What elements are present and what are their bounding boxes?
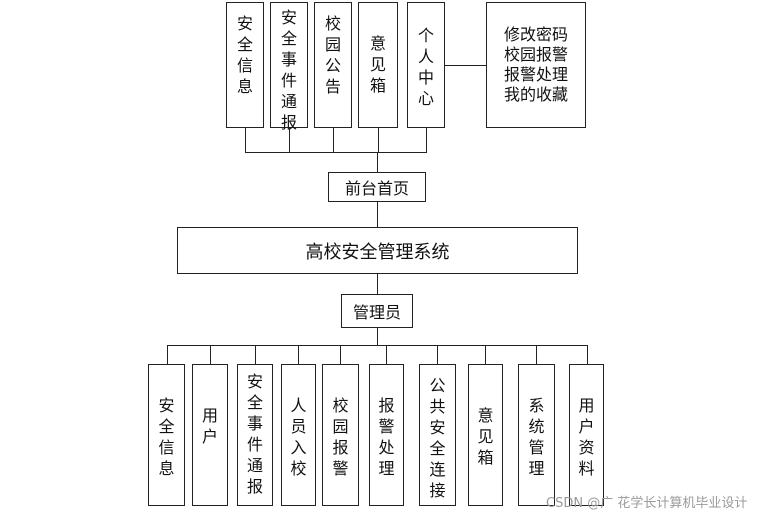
admin-module-box: 意见箱 bbox=[468, 364, 503, 506]
admin-module-label: 校园报警 bbox=[332, 396, 349, 478]
front-module-box: 意见箱 bbox=[358, 2, 398, 128]
admin-module-label: 安全信息 bbox=[158, 396, 175, 478]
front-module-box: 个人中心 bbox=[407, 2, 445, 128]
admin-module-box: 校园报警 bbox=[322, 364, 359, 506]
connector-line bbox=[340, 345, 341, 364]
front-module-label: 意见箱 bbox=[370, 34, 387, 95]
connector-line bbox=[210, 345, 211, 364]
connector-line bbox=[245, 128, 246, 153]
admin-box: 管理员 bbox=[341, 294, 413, 328]
connector-line bbox=[377, 152, 378, 172]
connector-line bbox=[377, 274, 378, 294]
connector-line bbox=[426, 128, 427, 153]
admin-module-label: 意见箱 bbox=[477, 406, 494, 467]
admin-module-box: 报警处理 bbox=[369, 364, 404, 506]
admin-module-box: 人员入校 bbox=[281, 364, 316, 506]
admin-module-box: 安全事件通报 bbox=[237, 364, 273, 506]
front-module-box: 安全事件通报 bbox=[270, 2, 308, 132]
subfunction-item: 报警处理 bbox=[503, 65, 568, 84]
system-title: 高校安全管理系统 bbox=[305, 241, 450, 263]
subfunction-item: 修改密码 bbox=[503, 25, 568, 44]
system-title-box: 高校安全管理系统 bbox=[177, 227, 578, 274]
connector-line bbox=[289, 128, 290, 153]
personal-center-subfunctions: 修改密码 校园报警 报警处理 我的收藏 bbox=[486, 2, 586, 128]
front-module-label: 校园公告 bbox=[325, 14, 342, 96]
admin-module-label: 用户资料 bbox=[578, 396, 595, 478]
connector-line bbox=[445, 65, 486, 66]
admin-module-box: 用户 bbox=[192, 364, 228, 506]
watermark: CSDN @广 花学长计算机毕业设计 bbox=[546, 496, 748, 511]
front-module-label: 安全事件通报 bbox=[281, 8, 298, 132]
connector-line bbox=[377, 202, 378, 227]
connector-line bbox=[437, 345, 438, 364]
admin-module-box: 系统管理 bbox=[518, 364, 555, 506]
admin-module-box: 用户资料 bbox=[569, 364, 604, 506]
admin-module-box: 公共安全连接 bbox=[419, 364, 456, 506]
admin-module-label: 公共安全连接 bbox=[429, 376, 446, 500]
connector-line bbox=[378, 128, 379, 153]
front-module-label: 个人中心 bbox=[418, 26, 435, 108]
front-module-box: 校园公告 bbox=[314, 2, 352, 128]
subfunction-item: 校园报警 bbox=[503, 45, 568, 64]
connector-line bbox=[333, 128, 334, 153]
admin-module-label: 报警处理 bbox=[378, 396, 395, 478]
connector-line bbox=[245, 152, 427, 153]
admin-module-label: 人员入校 bbox=[290, 396, 307, 478]
admin-module-box: 安全信息 bbox=[148, 364, 185, 506]
front-module-label: 安全信息 bbox=[237, 14, 254, 96]
connector-line bbox=[485, 345, 486, 364]
admin-module-label: 系统管理 bbox=[528, 396, 545, 478]
admin-label: 管理员 bbox=[352, 303, 401, 322]
subfunction-item: 我的收藏 bbox=[503, 85, 568, 104]
connector-line bbox=[377, 328, 378, 345]
admin-module-label: 安全事件通报 bbox=[247, 372, 264, 496]
connector-line bbox=[386, 345, 387, 364]
connector-line bbox=[587, 345, 588, 364]
connector-line bbox=[255, 345, 256, 364]
connector-line bbox=[167, 345, 168, 364]
admin-module-label: 用户 bbox=[202, 406, 219, 446]
connector-line bbox=[298, 345, 299, 364]
front-module-box: 安全信息 bbox=[226, 2, 264, 128]
front-home-label: 前台首页 bbox=[344, 179, 409, 198]
front-home-box: 前台首页 bbox=[328, 172, 426, 202]
connector-line bbox=[536, 345, 537, 364]
connector-line bbox=[167, 345, 588, 346]
